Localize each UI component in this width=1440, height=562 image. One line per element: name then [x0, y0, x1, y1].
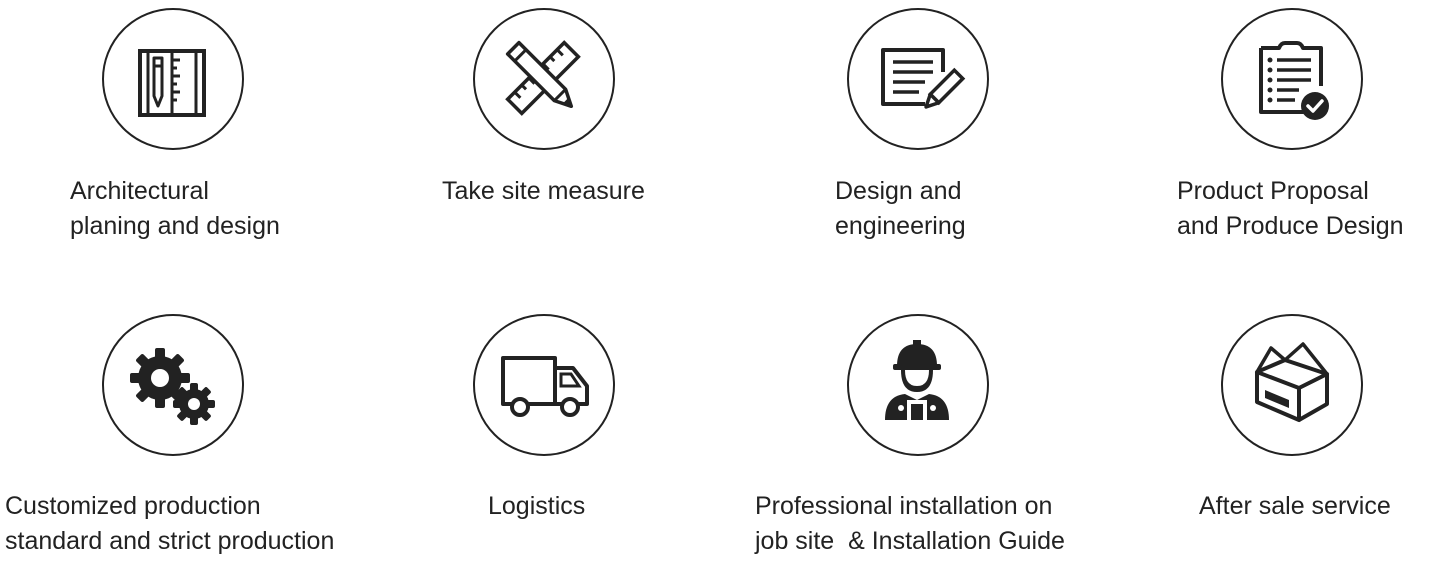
step-label-line: planing and design	[70, 212, 280, 240]
step-label: After sale service	[1199, 489, 1391, 524]
icon-circle	[1221, 314, 1363, 456]
step-label: Take site measure	[442, 174, 645, 209]
step-label-line: Architectural	[70, 177, 209, 205]
icon-circle	[473, 314, 615, 456]
gears-icon	[130, 348, 215, 425]
step-label: Product Proposal and Produce Design	[1177, 174, 1404, 244]
step-label-line: Design and	[835, 177, 962, 205]
step-label: Architectural planing and design	[70, 174, 280, 244]
checklist-approved-icon	[1259, 41, 1329, 120]
step-label: Professional installation on job site & …	[755, 489, 1065, 559]
construction-worker-icon	[885, 340, 949, 420]
step-label-line: engineering	[835, 212, 966, 240]
icon-circle	[473, 8, 615, 150]
step-label-line: and Produce Design	[1177, 212, 1404, 240]
step-label: Design and engineering	[835, 174, 966, 244]
step-label-line: Professional installation on	[755, 492, 1053, 520]
pencil-ruler-cross-icon	[505, 40, 581, 116]
step-label-line: Take site measure	[442, 177, 645, 205]
step-label-line: After sale service	[1199, 492, 1391, 520]
step-label-line: Product Proposal	[1177, 177, 1369, 205]
open-box-icon	[1255, 342, 1329, 422]
step-label: Customized production standard and stric…	[5, 489, 334, 559]
blueprint-pencil-ruler-icon	[138, 49, 206, 117]
icon-circle	[1221, 8, 1363, 150]
document-pencil-icon	[881, 48, 966, 109]
step-label-line: standard and strict production	[5, 527, 335, 555]
icon-circle	[102, 8, 244, 150]
icon-circle	[102, 314, 244, 456]
step-label: Logistics	[488, 489, 585, 524]
icon-circle	[847, 314, 989, 456]
step-label-line: Logistics	[488, 492, 586, 520]
step-label-line: job site & Installation Guide	[755, 527, 1065, 555]
step-label-line: Customized production	[5, 492, 261, 520]
icon-circle	[847, 8, 989, 150]
delivery-truck-icon	[501, 356, 589, 417]
